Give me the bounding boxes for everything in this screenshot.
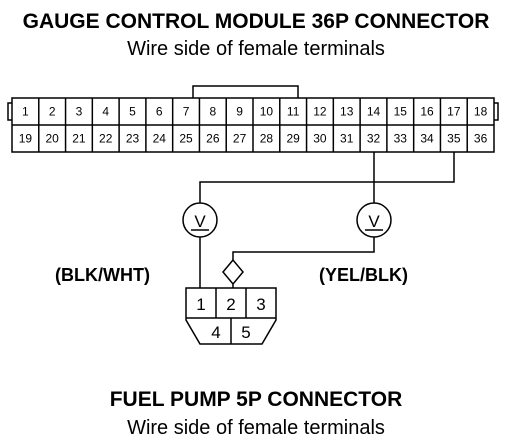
gauge-pin-23: 23 (126, 132, 140, 146)
gauge-pin-32: 32 (367, 132, 381, 146)
gauge-pin-24: 24 (153, 132, 167, 146)
fp-pin-4: 4 (211, 323, 220, 342)
wire-label-right: (YEL/BLK) (319, 265, 408, 285)
gauge-pin-3: 3 (76, 105, 83, 119)
gauge-pin-22: 22 (99, 132, 113, 146)
gauge-pin-15: 15 (394, 105, 408, 119)
gauge-pin-18: 18 (474, 105, 488, 119)
gauge-pin-8: 8 (209, 105, 216, 119)
fp-pin-2: 2 (226, 295, 235, 314)
gauge-pin-16: 16 (420, 105, 434, 119)
gauge-connector-title: GAUGE CONTROL MODULE 36P CONNECTOR (23, 10, 490, 33)
gauge-pin-7: 7 (183, 105, 190, 119)
gauge-pin-4: 4 (102, 105, 109, 119)
voltmeter-left-symbol: V (194, 212, 206, 231)
gauge-pin-29: 29 (286, 132, 300, 146)
gauge-pin-31: 31 (340, 132, 354, 146)
gauge-pin-27: 27 (233, 132, 247, 146)
gauge-pin-17: 17 (447, 105, 461, 119)
gauge-pin-2: 2 (49, 105, 56, 119)
gauge-pin-19: 19 (19, 132, 33, 146)
gauge-pin-14: 14 (367, 105, 381, 119)
gauge-pin-30: 30 (313, 132, 327, 146)
gauge-pin-21: 21 (72, 132, 86, 146)
gauge-pin-36: 36 (474, 132, 488, 146)
gauge-pin-26: 26 (206, 132, 220, 146)
gauge-pin-1: 1 (22, 105, 29, 119)
fp-pin-3: 3 (256, 295, 265, 314)
gauge-pin-11: 11 (287, 105, 300, 119)
wire-label-left: (BLK/WHT) (55, 265, 150, 285)
meter-wiring (199, 152, 455, 288)
voltmeter-right: V (356, 202, 392, 238)
fuel-pump-connector-5p: 1 2 3 4 5 (185, 287, 277, 345)
gauge-pin-35: 35 (447, 132, 461, 146)
gauge-pin-12: 12 (313, 105, 327, 119)
gauge-pin-10: 10 (260, 105, 274, 119)
gauge-pin-28: 28 (260, 132, 274, 146)
fuel-pump-connector-title: FUEL PUMP 5P CONNECTOR (110, 388, 403, 411)
gauge-pin-25: 25 (179, 132, 193, 146)
fp-pin-5: 5 (241, 323, 250, 342)
gauge-pin-5: 5 (129, 105, 136, 119)
gauge-pin-20: 20 (45, 132, 59, 146)
gauge-pin-13: 13 (340, 105, 354, 119)
voltmeter-left: V (182, 202, 218, 238)
gauge-pin-6: 6 (156, 105, 163, 119)
gauge-connector-subtitle: Wire side of female terminals (127, 38, 385, 60)
gauge-pin-33: 33 (394, 132, 408, 146)
gauge-bottom-row: 19 20 21 22 23 24 25 26 27 28 29 30 31 32 33 34 35 36 (19, 125, 488, 152)
fp-pin-1: 1 (196, 295, 205, 314)
voltmeter-right-symbol: V (368, 212, 380, 231)
gauge-pin-9: 9 (236, 105, 243, 119)
gauge-pin-34: 34 (420, 132, 434, 146)
fuel-pump-connector-subtitle: Wire side of female terminals (127, 417, 385, 439)
